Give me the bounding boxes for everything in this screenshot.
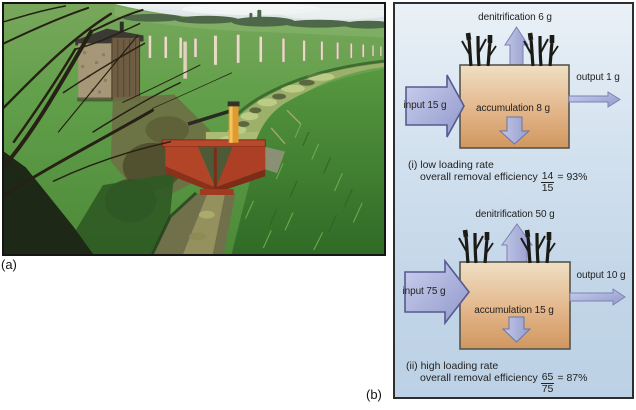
near-fence-post	[182, 41, 188, 80]
fraction-numerator: 14	[540, 170, 555, 184]
caption-result: = 93%	[557, 171, 588, 183]
input-arrow	[404, 258, 471, 326]
fence-posts	[148, 34, 382, 66]
caption-title: (ii) high loading rate	[406, 360, 499, 372]
reeds-icon	[524, 33, 558, 66]
treeline	[122, 9, 384, 29]
gauge-pipe	[187, 101, 240, 143]
wetland-box	[459, 64, 570, 149]
diagram-panel: denitrification 6 g input 15 g accumulat…	[393, 2, 634, 399]
outflow-channel	[61, 173, 236, 254]
fraction-denominator: 15	[541, 182, 554, 195]
fraction-denominator: 75	[541, 383, 554, 396]
efficiency-fraction: 65 75	[540, 371, 555, 396]
field-photo-art	[4, 4, 384, 254]
fraction-numerator: 65	[540, 371, 555, 385]
accumulation-label: accumulation 15 g	[474, 305, 554, 316]
field-photo	[2, 2, 386, 256]
diagram-high-loading	[404, 223, 626, 350]
output-label: output 1 g	[576, 72, 620, 83]
caption-efficiency: overall removal efficiency 65 75 = 87%	[420, 371, 588, 396]
output-label: output 10 g	[576, 270, 626, 281]
v-notch-weir	[161, 139, 286, 195]
caption-title: (i) low loading rate	[408, 159, 494, 171]
denitrification-label: denitrification 6 g	[478, 12, 552, 23]
panel-a-label: (a)	[1, 257, 17, 272]
reeds-icon	[459, 230, 493, 263]
caption-result: = 87%	[557, 372, 588, 384]
denitrification-arrow	[504, 26, 529, 67]
denitrification-label: denitrification 50 g	[475, 209, 555, 220]
reeds-icon	[462, 33, 496, 66]
diagram-art	[404, 26, 626, 350]
input-arrow	[405, 74, 465, 138]
input-label: input 75 g	[402, 286, 446, 297]
tree-silhouette	[4, 5, 233, 254]
caption-efficiency: overall removal efficiency 14 15 = 93%	[420, 170, 588, 195]
accumulation-arrow	[501, 316, 532, 343]
efficiency-fraction: 14 15	[540, 170, 555, 195]
caption-prefix: overall removal efficiency	[420, 372, 538, 384]
caption-prefix: overall removal efficiency	[420, 171, 538, 183]
diagram-low-loading	[405, 26, 621, 149]
near-bank	[231, 68, 384, 254]
output-arrow	[568, 91, 621, 108]
panel-b-label: (b)	[366, 387, 382, 402]
accumulation-arrow	[498, 116, 531, 145]
input-label: input 15 g	[403, 100, 447, 111]
output-arrow	[569, 288, 626, 306]
accumulation-label: accumulation 8 g	[475, 103, 550, 114]
